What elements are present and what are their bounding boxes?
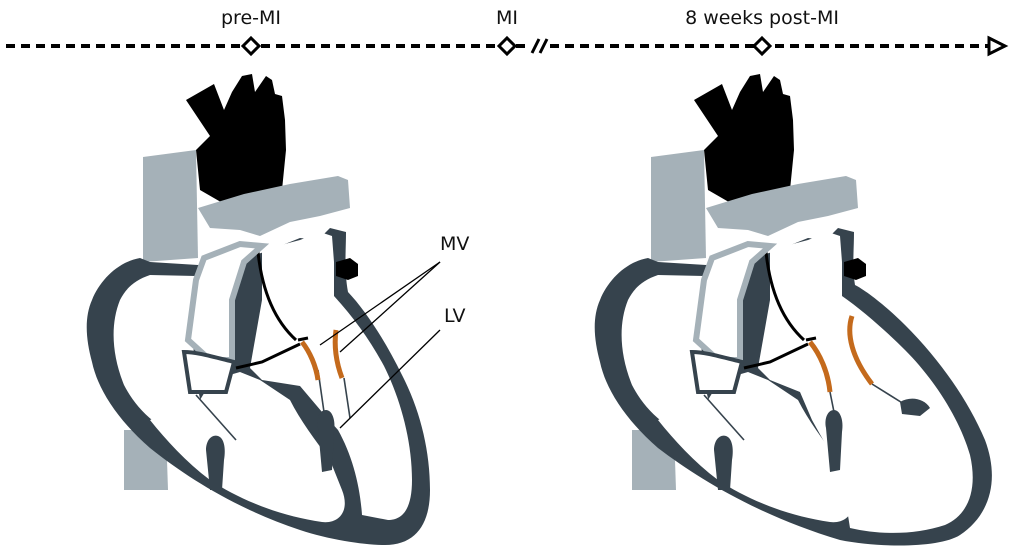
timeline-marker-post-mi bbox=[754, 38, 770, 54]
timeline-label-pre-mi: pre-MI bbox=[221, 7, 281, 29]
axis-break-icon bbox=[532, 39, 547, 53]
timeline-label-post-mi: 8 weeks post-MI bbox=[685, 7, 839, 29]
superior-vena-cava bbox=[651, 150, 706, 262]
mv-label: MV bbox=[440, 233, 469, 255]
superior-vena-cava bbox=[143, 150, 198, 262]
lv-label: LV bbox=[444, 305, 466, 327]
left-atrial-appendage bbox=[844, 258, 866, 280]
timeline: pre-MI MI 8 weeks post-MI bbox=[6, 7, 1005, 54]
timeline-marker-mi bbox=[499, 38, 515, 54]
mitral-annulus-outline bbox=[806, 338, 816, 340]
heart-post-mi bbox=[595, 74, 992, 545]
heart-pre-mi bbox=[87, 74, 430, 545]
left-atrial-appendage bbox=[336, 258, 358, 280]
timeline-marker-pre-mi bbox=[243, 38, 259, 54]
timeline-label-mi: MI bbox=[496, 7, 518, 29]
arrow-head-icon bbox=[989, 38, 1005, 54]
mitral-annulus-outline bbox=[298, 338, 308, 340]
